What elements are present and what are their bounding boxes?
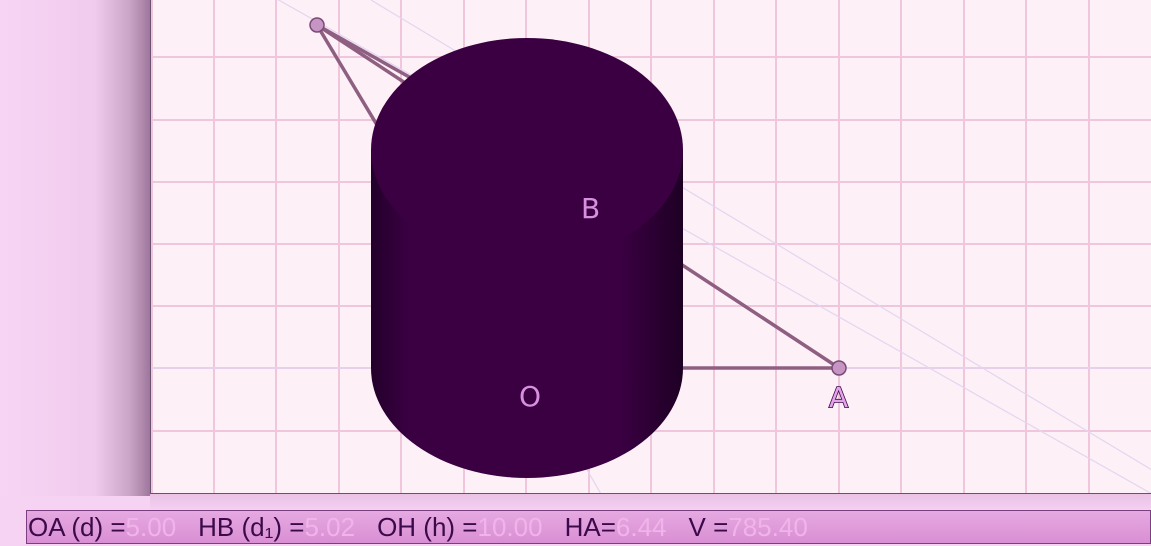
oh-label: OH (h) = bbox=[377, 511, 478, 542]
hb-value: 5.02 bbox=[304, 511, 356, 542]
ha-value: 6.44 bbox=[615, 511, 667, 542]
segment-top-left bbox=[315, 23, 388, 142]
oh-value: 10.00 bbox=[477, 511, 543, 542]
ha-label: HA= bbox=[564, 511, 616, 542]
graphics-canvas[interactable]: A B O bbox=[150, 0, 1151, 494]
hb-label: HB (d₁) = bbox=[198, 511, 305, 542]
cylinder[interactable] bbox=[371, 38, 683, 478]
point-h bbox=[309, 17, 325, 33]
cylinder-top bbox=[371, 38, 683, 262]
point-label-a: A bbox=[829, 381, 848, 414]
left-panel-shadow bbox=[0, 0, 150, 496]
canvas-bottom-shadow bbox=[150, 494, 1151, 510]
oa-value: 5.00 bbox=[125, 511, 177, 542]
v-value: 785.40 bbox=[728, 511, 808, 542]
segment-top bbox=[315, 23, 413, 80]
point-label-b: B bbox=[581, 192, 600, 225]
measurement-bar: OA (d) = 5.00 HB (d₁) = 5.02 OH (h) = 10… bbox=[26, 510, 1151, 544]
oa-label: OA (d) = bbox=[28, 511, 126, 542]
points[interactable] bbox=[309, 17, 847, 376]
point-a bbox=[831, 360, 847, 376]
v-label: V = bbox=[688, 511, 729, 542]
geometry-view[interactable]: A B O bbox=[151, 0, 1151, 494]
point-label-o: O bbox=[519, 380, 541, 413]
